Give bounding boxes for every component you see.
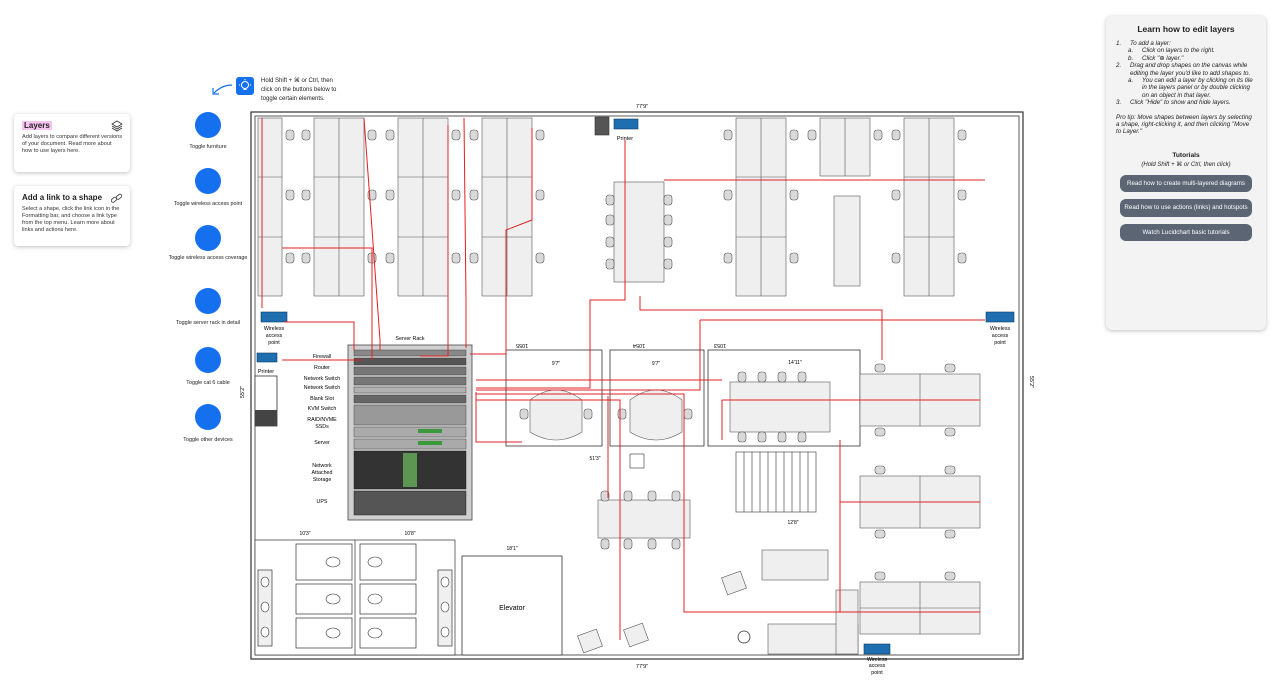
svg-text:9'7": 9'7"	[552, 361, 561, 367]
toggle-wap-label: Toggle wireless access point	[173, 201, 243, 207]
svg-text:1055: 1055	[516, 342, 528, 348]
conference-chairs	[519, 371, 807, 443]
svg-text:77'9": 77'9"	[636, 104, 648, 110]
layers-icon	[111, 120, 123, 132]
svg-text:55'2": 55'2"	[1028, 376, 1034, 388]
layers-card: Layers Add layers to compare different v…	[14, 114, 130, 172]
toggle-hint: Hold Shift + ⌘ or Ctrl, then click on th…	[261, 78, 337, 102]
tutorials-subtitle: (Hold Shift + ⌘ or Ctrl, then click)	[1141, 161, 1231, 168]
rack-labels: Firewall Router Network Switch Network S…	[304, 354, 341, 505]
room-numbers: 1055 1054 1053	[516, 342, 726, 348]
svg-text:Firewall: Firewall	[313, 354, 331, 360]
sink-icon	[629, 453, 645, 469]
round-table	[529, 381, 831, 441]
svg-text:KVM Switch: KVM Switch	[308, 406, 337, 412]
svg-text:77'9": 77'9"	[636, 664, 648, 670]
toggle-server-rack-button[interactable]	[195, 288, 221, 314]
arrow-icon	[212, 84, 233, 95]
svg-text:Network Switch: Network Switch	[304, 376, 341, 382]
svg-text:Blank Slot: Blank Slot	[310, 396, 334, 402]
svg-text:55'2": 55'2"	[240, 386, 246, 398]
svg-text:RAID/NVME: RAID/NVME	[307, 417, 337, 423]
server-rack: Server Rack	[347, 336, 473, 521]
svg-text:9'7": 9'7"	[652, 361, 661, 367]
svg-text:1054: 1054	[633, 342, 645, 348]
elevator	[461, 555, 563, 656]
layers-help-panel: Learn how to edit layers 1.To add a laye…	[1106, 16, 1266, 330]
step-2: Drag and drop shapes on the canvas while…	[1130, 62, 1251, 77]
step-1b: Click "⊕ layer."	[1142, 54, 1184, 62]
link-card-title: Add a link to a shape	[22, 193, 103, 202]
multi-layered-diagrams-button[interactable]: Read how to create multi-layered diagram…	[1120, 174, 1252, 193]
layers-card-body: Add layers to compare different versions…	[22, 134, 123, 154]
svg-text:Router: Router	[314, 365, 330, 371]
svg-text:Printer: Printer	[258, 369, 274, 375]
step-1: To add a layer:	[1130, 40, 1171, 47]
svg-text:point: point	[871, 670, 883, 676]
svg-text:Wireless: Wireless	[264, 326, 285, 332]
svg-text:Attached: Attached	[312, 470, 333, 476]
toggle-server-rack-label: Toggle server rack in detail	[175, 320, 241, 326]
cat6-cables	[261, 117, 985, 640]
link-icon	[110, 193, 123, 203]
svg-text:Server Rack: Server Rack	[395, 336, 424, 342]
toggle-other-devices-button[interactable]	[195, 404, 221, 430]
svg-text:Server: Server	[314, 440, 330, 446]
toggle-furniture-label: Toggle furniture	[189, 144, 227, 150]
toggle-wap-button[interactable]	[195, 168, 221, 194]
svg-text:18'1": 18'1"	[506, 546, 517, 552]
office-chairs	[285, 129, 967, 270]
step-2a: You can edit a layer by clicking on its …	[1142, 77, 1253, 99]
wireless-access-point: Wireless access point	[985, 311, 1015, 346]
desk-cluster	[859, 373, 981, 635]
toggle-other-devices-label: Toggle other devices	[183, 437, 233, 443]
toggle-furniture-button[interactable]	[195, 112, 221, 138]
toggle-wap-coverage-button[interactable]	[195, 225, 221, 251]
panel-title: Learn how to edit layers	[1137, 24, 1235, 34]
toggle-cat6-button[interactable]	[195, 347, 221, 373]
svg-text:SSDs: SSDs	[315, 424, 329, 430]
svg-text:10'8": 10'8"	[404, 531, 415, 537]
svg-text:1053: 1053	[714, 342, 726, 348]
restrooms	[254, 539, 456, 656]
toggle-wap-coverage-label: Toggle wireless access coverage	[168, 255, 248, 261]
link-card: Add a link to a shape Select a shape, cl…	[14, 186, 130, 246]
desk-cluster	[257, 117, 955, 297]
actions-hotspots-button[interactable]: Read how to use actions (links) and hots…	[1120, 199, 1252, 217]
svg-text:Network Switch: Network Switch	[304, 385, 341, 391]
printer-label: Printer	[617, 136, 633, 142]
building-outline	[250, 111, 1024, 660]
link-card-body: Select a shape, click the link icon in t…	[22, 206, 120, 233]
wireless-access-point: Wireless access point	[863, 643, 891, 676]
printer-left	[256, 352, 278, 363]
wireless-access-point: Wireless access point	[260, 311, 288, 346]
stairs	[735, 451, 817, 513]
svg-text:UPS: UPS	[317, 499, 328, 505]
pro-tip: Pro tip: Move shapes between layers by s…	[1116, 113, 1252, 136]
svg-text:Storage: Storage	[313, 477, 332, 483]
step-3: Click "Hide" to show and hide layers.	[1130, 99, 1231, 107]
basic-tutorials-button[interactable]: Watch Lucidchart basic tutorials	[1120, 223, 1252, 242]
toggle-cat6-label: Toggle cat 6 cable	[186, 380, 230, 386]
svg-text:Wireless: Wireless	[990, 326, 1011, 332]
lightbulb-icon	[236, 77, 254, 95]
tutorials-title: Tutorials	[1172, 151, 1200, 159]
svg-text:Network: Network	[312, 463, 332, 469]
elevator-label: Elevator	[499, 605, 525, 612]
svg-text:access: access	[266, 333, 283, 339]
svg-text:point: point	[268, 340, 280, 346]
svg-text:access: access	[992, 333, 1009, 339]
svg-text:51'3": 51'3"	[589, 456, 600, 462]
svg-text:access: access	[869, 663, 886, 669]
svg-text:12'8": 12'8"	[787, 520, 798, 526]
svg-text:10'3": 10'3"	[299, 531, 310, 537]
lounge	[577, 499, 859, 655]
svg-text:Wireless: Wireless	[867, 657, 888, 663]
layers-card-title: Layers	[22, 121, 52, 130]
svg-text:point: point	[994, 340, 1006, 346]
printer	[613, 118, 639, 130]
svg-text:14'11": 14'11"	[788, 360, 802, 366]
step-1a: Click on layers to the right.	[1142, 47, 1215, 55]
